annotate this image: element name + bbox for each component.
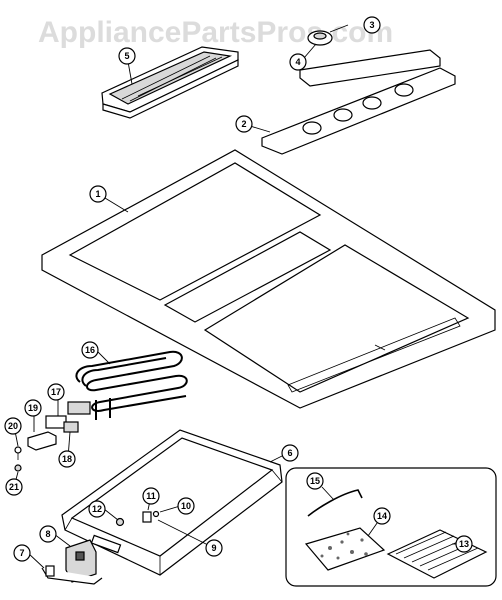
part-nut bbox=[14, 464, 22, 472]
callout-6: 6 bbox=[281, 444, 299, 462]
callout-8: 8 bbox=[39, 525, 57, 543]
callout-14: 14 bbox=[373, 507, 391, 525]
callout-3: 3 bbox=[363, 16, 381, 34]
callout-17: 17 bbox=[47, 383, 65, 401]
part-control-panel-upper bbox=[299, 49, 441, 87]
svg-text:19: 19 bbox=[28, 403, 38, 413]
svg-text:14: 14 bbox=[377, 511, 387, 521]
part-cooktop-frame bbox=[41, 149, 496, 409]
svg-text:18: 18 bbox=[62, 454, 72, 464]
callout-12: 12 bbox=[88, 500, 106, 518]
svg-text:2: 2 bbox=[241, 119, 246, 129]
watermark-text: AppliancePartsPros.com bbox=[38, 16, 393, 49]
part-grommet bbox=[115, 517, 125, 527]
part-terminal-block bbox=[45, 415, 79, 433]
callout-5: 5 bbox=[118, 47, 136, 65]
part-drip-pan bbox=[61, 429, 283, 576]
callout-20: 20 bbox=[4, 417, 22, 435]
part-stone-plate bbox=[304, 527, 386, 571]
svg-text:15: 15 bbox=[310, 476, 320, 486]
svg-text:5: 5 bbox=[124, 51, 129, 61]
callout-19: 19 bbox=[24, 399, 42, 417]
part-drain-bracket bbox=[65, 539, 97, 583]
callout-11: 11 bbox=[142, 487, 160, 505]
callout-4: 4 bbox=[289, 53, 307, 71]
callout-2: 2 bbox=[235, 115, 253, 133]
svg-text:9: 9 bbox=[211, 543, 216, 553]
part-heating-element bbox=[67, 350, 188, 420]
callout-18: 18 bbox=[58, 450, 76, 468]
svg-text:7: 7 bbox=[19, 548, 24, 558]
callout-16: 16 bbox=[81, 341, 99, 359]
svg-text:6: 6 bbox=[287, 448, 292, 458]
svg-text:4: 4 bbox=[295, 57, 300, 67]
part-clip bbox=[142, 511, 152, 523]
callout-13: 13 bbox=[455, 535, 473, 553]
svg-text:13: 13 bbox=[459, 539, 469, 549]
part-screw bbox=[14, 446, 22, 460]
part-vent-grille bbox=[101, 46, 239, 119]
callout-9: 9 bbox=[205, 539, 223, 557]
callout-21: 21 bbox=[5, 478, 23, 496]
svg-text:20: 20 bbox=[8, 421, 18, 431]
part-receptacle bbox=[27, 431, 57, 451]
svg-text:1: 1 bbox=[95, 189, 100, 199]
callout-10: 10 bbox=[177, 497, 195, 515]
svg-text:21: 21 bbox=[9, 482, 19, 492]
callout-7: 7 bbox=[13, 544, 31, 562]
svg-text:12: 12 bbox=[92, 504, 102, 514]
svg-text:11: 11 bbox=[146, 491, 156, 501]
callout-15: 15 bbox=[306, 472, 324, 490]
part-control-panel bbox=[261, 67, 456, 155]
part-fastener bbox=[152, 510, 160, 518]
svg-text:3: 3 bbox=[369, 20, 374, 30]
svg-text:17: 17 bbox=[51, 387, 61, 397]
svg-text:16: 16 bbox=[85, 345, 95, 355]
callout-1: 1 bbox=[89, 185, 107, 203]
part-bracket bbox=[41, 565, 103, 585]
svg-text:10: 10 bbox=[181, 501, 191, 511]
svg-text:8: 8 bbox=[45, 529, 50, 539]
part-knob bbox=[307, 30, 333, 46]
